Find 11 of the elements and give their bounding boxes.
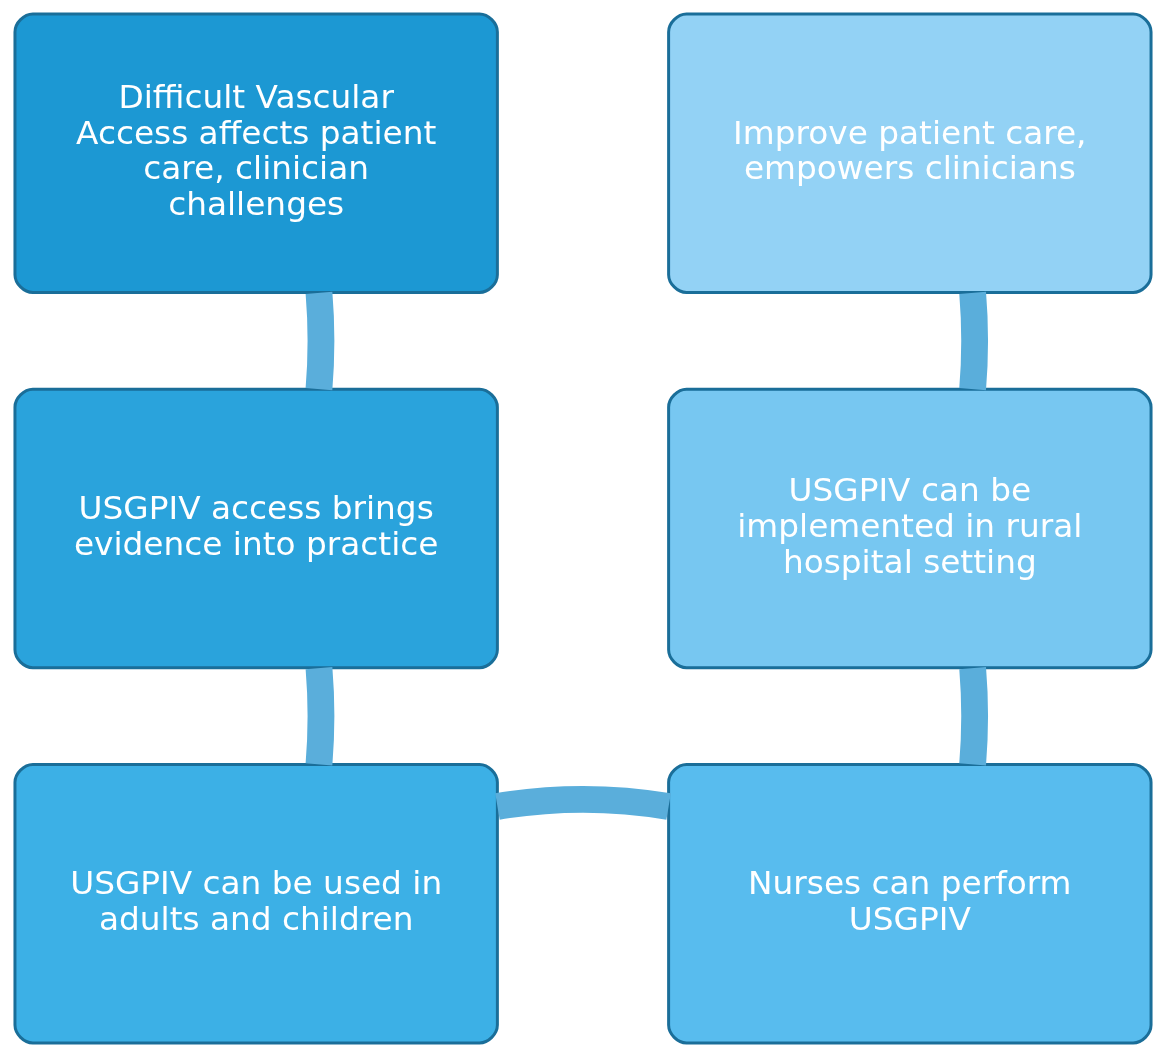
node-box: USGPIV access brings evidence into practice [13, 387, 499, 670]
connector [959, 667, 988, 766]
connector [495, 785, 671, 820]
connector [305, 667, 335, 766]
node-box: Difficult Vascular Access affects patient care, clinician challenges [13, 12, 499, 294]
node-box: Improve patient care, empowers clinicians [667, 12, 1153, 294]
node-box: USGPIV can be implemented in rural hospital setting [667, 387, 1153, 670]
node-box: Nurses can perform USGPIV [667, 763, 1153, 1045]
connector [305, 291, 335, 391]
node-box: USGPIV can be used in adults and children [13, 763, 499, 1045]
connector [959, 291, 988, 391]
